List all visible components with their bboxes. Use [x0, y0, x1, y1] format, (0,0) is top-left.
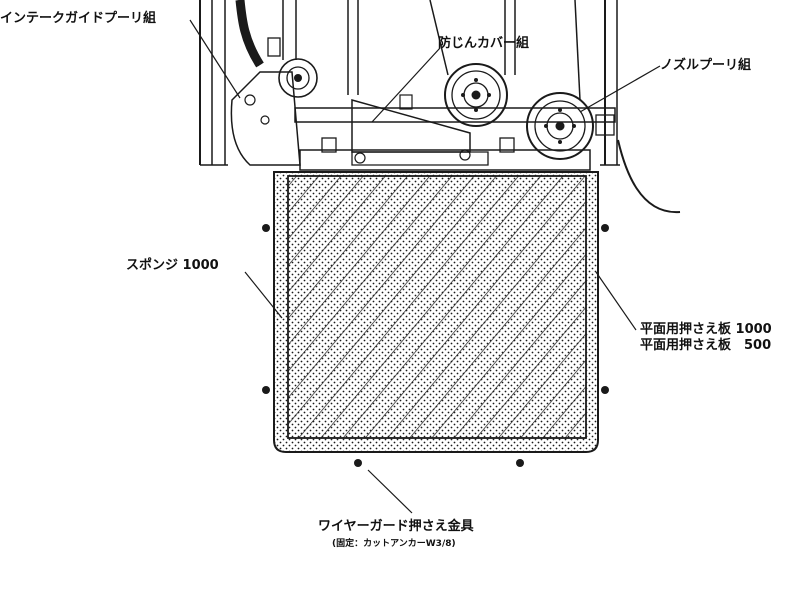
- label-intake-guide-pulley: インテークガイドプーリ組: [0, 10, 156, 26]
- side-bolts: [262, 224, 609, 467]
- label-wire-guard-note: (固定：カットアンカーW3/8): [332, 537, 456, 549]
- label-plate-1000: 平面用押さえ板 1000: [640, 321, 772, 337]
- sponge-block: [273, 171, 599, 453]
- label-wire-guard: ワイヤーガード押さえ金具: [318, 518, 474, 534]
- label-plate-500: 平面用押さえ板 500: [640, 337, 771, 353]
- nozzle-pulley-assembly: [526, 92, 615, 160]
- label-nozzle-pulley: ノズルプーリ組: [660, 57, 751, 73]
- drive-pulley: [444, 63, 508, 127]
- label-dust-cover: 防じんカバー組: [438, 35, 529, 51]
- label-sponge: スポンジ 1000: [126, 257, 219, 273]
- sponge-hatched-area: [287, 175, 587, 439]
- leader-lines: [189, 19, 661, 514]
- dust-cover-assembly: [351, 94, 489, 166]
- intake-guide-pulley-assembly: [230, 37, 318, 166]
